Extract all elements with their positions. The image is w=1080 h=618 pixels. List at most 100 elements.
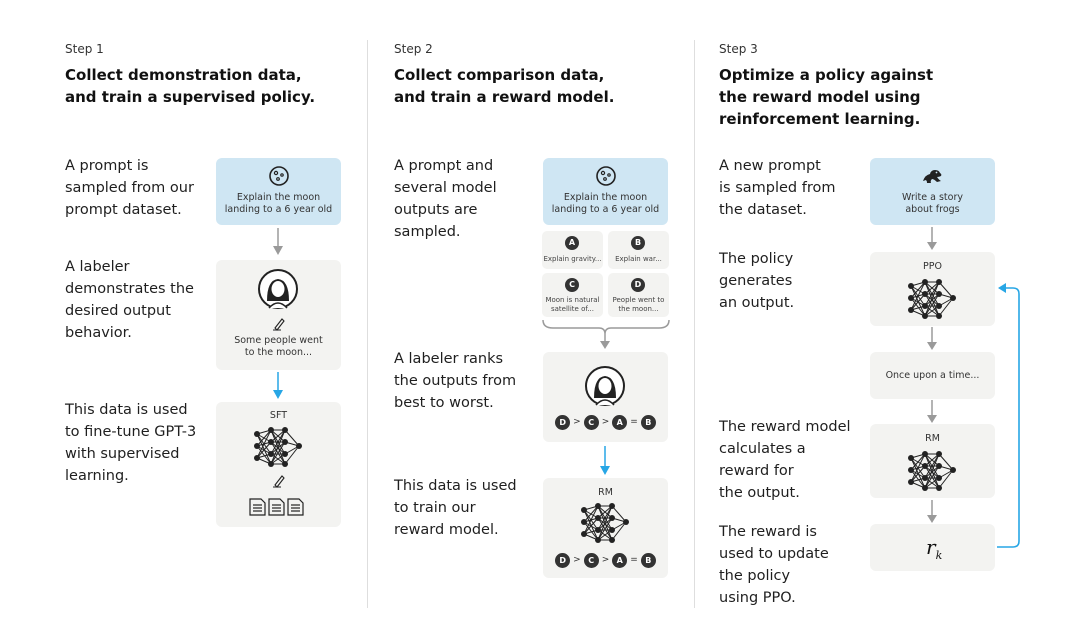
desc-line: the output.	[719, 485, 800, 501]
ppo-label: PPO	[923, 261, 942, 272]
desc-line: several model	[394, 180, 497, 196]
desc-line: is sampled from	[719, 180, 836, 196]
output-text: Moon is natural	[545, 296, 600, 304]
step1-title: Collect demonstration data, and train a …	[65, 64, 355, 108]
rank-badge: D	[555, 552, 571, 568]
step1-label: Step 1	[65, 42, 104, 56]
rank-badge: C	[583, 414, 599, 430]
desc-line: The reward is	[719, 524, 817, 540]
column-divider-1	[367, 40, 368, 608]
desc-line: A new prompt	[719, 158, 821, 174]
step3-prompt-box: Write a story about frogs	[870, 158, 995, 225]
output-text: Once upon a time...	[885, 370, 980, 381]
step2-label: Step 2	[394, 42, 433, 56]
step2-desc-sampled: A prompt and several model outputs are s…	[394, 155, 497, 243]
step3-title-line2: the reward model using	[719, 88, 921, 106]
moon-icon	[596, 166, 616, 186]
step2-desc-ranks: A labeler ranks the outputs from best to…	[394, 348, 516, 414]
rank-badge: B	[640, 414, 656, 430]
step3-prompt-line1: Write a story	[902, 192, 963, 203]
output-box-d: D People went to the moon...	[608, 273, 669, 317]
arrow-down-icon	[927, 227, 937, 250]
neural-network-icon	[254, 427, 302, 467]
moon-icon	[269, 166, 289, 186]
desc-line: This data is used	[65, 402, 188, 418]
column-divider-2	[694, 40, 695, 608]
desc-line: generates	[719, 273, 793, 289]
step1-prompt-line1: Explain the moon	[236, 192, 321, 203]
desc-line: the policy	[719, 568, 791, 584]
pencil-icon	[273, 318, 285, 331]
desc-line: A prompt is	[65, 158, 149, 174]
reward-symbol: rk	[926, 535, 942, 562]
rank-badge: C	[583, 552, 599, 568]
step3-rm-box: RM	[870, 424, 995, 498]
step2-title: Collect comparison data, and train a rew…	[394, 64, 684, 108]
arrow-down-blue-icon	[600, 446, 610, 475]
output-text: the moon...	[618, 305, 659, 313]
step3-title-line1: Optimize a policy against	[719, 66, 934, 84]
rm-label: RM	[598, 487, 613, 498]
step3-output-box: Once upon a time...	[870, 352, 995, 399]
ranking-row: D > C > A = B	[543, 552, 668, 568]
frog-icon	[923, 170, 942, 183]
desc-line: desired output	[65, 303, 171, 319]
documents-icon	[249, 498, 304, 516]
step1-title-line2: and train a supervised policy.	[65, 88, 316, 106]
step1-sft-model-box: SFT	[216, 402, 341, 527]
desc-line: A labeler ranks	[394, 351, 504, 367]
sft-label: SFT	[269, 410, 288, 421]
arrow-down-blue-icon	[273, 372, 283, 399]
desc-line: This data is used	[394, 478, 517, 494]
desc-line: outputs are	[394, 202, 478, 218]
desc-line: the dataset.	[719, 202, 807, 218]
desc-line: reward for	[719, 463, 794, 479]
desc-line: an output.	[719, 295, 795, 311]
step2-prompt-box: Explain the moon landing to a 6 year old	[543, 158, 668, 225]
desc-line: used to update	[719, 546, 829, 562]
rank-badge: A	[612, 414, 628, 430]
output-box-b: B Explain war...	[608, 231, 669, 269]
desc-line: reward model.	[394, 522, 499, 538]
step3-desc-update: The reward is used to update the policy …	[719, 521, 829, 609]
neural-network-icon	[581, 503, 629, 543]
desc-line: A labeler	[65, 259, 130, 275]
step3-title-line3: reinforcement learning.	[719, 110, 921, 128]
desc-line: best to worst.	[394, 395, 494, 411]
reward-r: r	[926, 535, 936, 559]
rank-operator: >	[601, 555, 610, 565]
desc-line: calculates a	[719, 441, 806, 457]
step3-label: Step 3	[719, 42, 758, 56]
rank-operator: =	[630, 555, 638, 565]
desc-line: to train our	[394, 500, 476, 516]
step2-prompt-line2: landing to a 6 year old	[551, 204, 660, 215]
step1-demonstration-box: Some people went to the moon...	[216, 260, 341, 370]
step3-desc-reward-model: The reward model calculates a reward for…	[719, 416, 851, 504]
desc-line: The reward model	[719, 419, 851, 435]
arrow-down-icon	[927, 400, 937, 423]
step1-demo-line1: Some people went	[234, 335, 323, 346]
desc-line: learning.	[65, 468, 129, 484]
step1-desc-prompt: A prompt is sampled from our prompt data…	[65, 155, 194, 221]
step2-desc-train-rm: This data is used to train our reward mo…	[394, 475, 517, 541]
arrow-down-icon	[273, 228, 283, 255]
labeler-avatar-icon	[258, 269, 298, 309]
letter-badge: A	[565, 236, 579, 250]
step2-rm-box: RM D > C > A = B	[543, 478, 668, 578]
step1-desc-labeler: A labeler demonstrates the desired outpu…	[65, 256, 194, 344]
step2-title-line2: and train a reward model.	[394, 88, 615, 106]
desc-line: behavior.	[65, 325, 132, 341]
rank-operator: >	[601, 417, 610, 427]
letter-badge: C	[565, 278, 579, 292]
step1-prompt-box: Explain the moon landing to a 6 year old	[216, 158, 341, 225]
desc-line: sampled from our	[65, 180, 194, 196]
neural-network-icon	[908, 279, 956, 319]
desc-line: prompt dataset.	[65, 202, 182, 218]
rank-operator: =	[630, 417, 638, 427]
rank-operator: >	[573, 555, 581, 565]
step3-prompt-line2: about frogs	[905, 204, 960, 215]
step3-reward-box: rk	[870, 524, 995, 571]
step3-desc-new-prompt: A new prompt is sampled from the dataset…	[719, 155, 835, 221]
output-box-c: C Moon is natural satellite of...	[542, 273, 603, 317]
step2-title-line1: Collect comparison data,	[394, 66, 605, 84]
